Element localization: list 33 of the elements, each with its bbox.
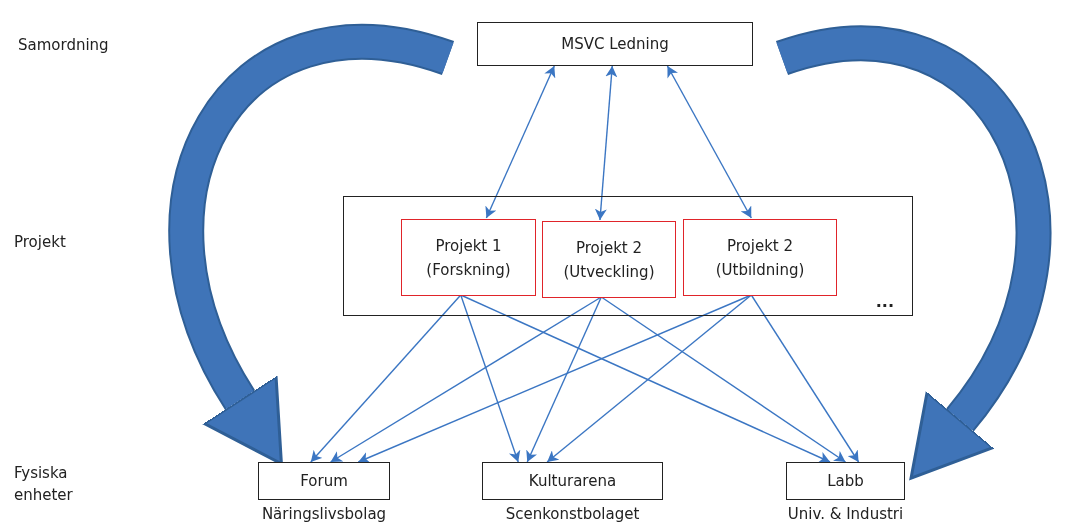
node-caption: Univ. & Industri — [787, 505, 904, 523]
node-text: (Forskning) — [426, 259, 511, 281]
arrow — [546, 294, 752, 463]
arrow — [460, 294, 831, 463]
project-box — [542, 221, 676, 298]
arrow — [485, 65, 556, 219]
level-label: Fysiska enheter — [14, 463, 74, 506]
box — [477, 22, 753, 66]
ellipsis-text: ... — [875, 292, 894, 311]
arrow — [526, 296, 602, 463]
node-text: Kulturarena — [528, 471, 617, 492]
node-text: Labb — [827, 471, 864, 492]
arrow — [666, 65, 752, 219]
level-label: Projekt — [14, 232, 66, 253]
node-text: (Utveckling) — [563, 261, 655, 283]
container-box — [343, 196, 913, 316]
arrow — [594, 65, 618, 221]
node-text: Forum — [300, 471, 348, 492]
node-text: Projekt 2 — [575, 237, 643, 259]
node-caption: Scenkonstbolaget — [505, 505, 640, 523]
arrow — [329, 296, 602, 463]
level-label: Samordning — [18, 35, 109, 56]
project-box — [401, 219, 536, 296]
node-text: (Utbildning) — [715, 259, 805, 281]
arrow — [600, 296, 847, 463]
arrow — [750, 294, 860, 463]
node-text: Projekt 1 — [435, 235, 502, 257]
node-text: Projekt 2 — [726, 235, 794, 257]
arrow — [310, 294, 462, 463]
node-text: MSVC Ledning — [561, 34, 669, 55]
node-caption: Näringslivsbolag — [261, 505, 387, 523]
project-box — [683, 219, 837, 296]
arrow — [460, 294, 521, 463]
